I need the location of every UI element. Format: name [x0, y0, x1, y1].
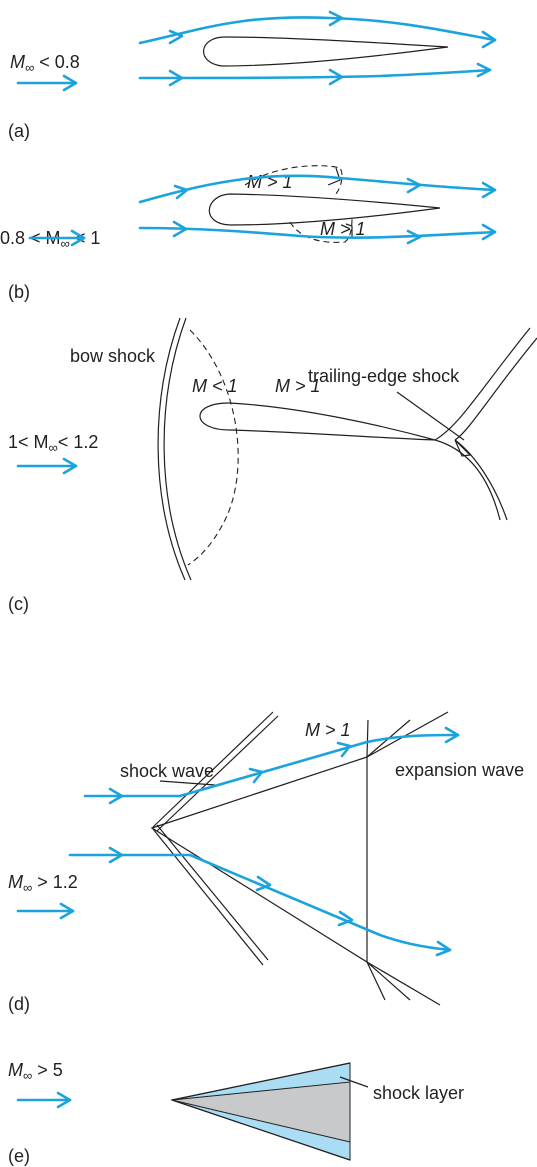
- wedge-body: [172, 1082, 350, 1142]
- panel-c-mach-label: 1< M∞< 1.2: [8, 432, 98, 455]
- freestream-arrow: [18, 76, 76, 90]
- panel-e: shock layer M∞ > 5 (e): [8, 1060, 464, 1166]
- panel-a: M∞ < 0.8 (a): [8, 12, 495, 141]
- airfoil: [204, 37, 448, 66]
- streamline-lower: [70, 848, 450, 955]
- shock-layer-label: shock layer: [373, 1083, 464, 1103]
- panel-c-label: (c): [8, 594, 29, 614]
- streamline-lower: [140, 64, 490, 85]
- panel-d: shock wave M > 1 expansion wave: [8, 712, 524, 1014]
- panel-c: bow shock M < 1 M > 1 trailing-edge shoc…: [8, 318, 537, 614]
- trailing-edge-shock: [435, 328, 537, 520]
- panel-b-label: (b): [8, 282, 30, 302]
- sup-region-label: M > 1: [305, 720, 351, 740]
- panel-b: 0.8 < M∞ < 1 M > 1 M > 1 (b): [0, 166, 495, 302]
- bow-shock-outer: [158, 318, 185, 580]
- shock-wave-label: shock wave: [120, 761, 214, 781]
- freestream-arrow: [18, 459, 76, 473]
- panel-a-label: (a): [8, 121, 30, 141]
- bow-shock-label: bow shock: [70, 346, 156, 366]
- sub-region-label: M < 1: [192, 376, 238, 396]
- panel-a-mach-label: M∞ < 0.8: [10, 52, 80, 75]
- panel-e-mach-label: M∞ > 5: [8, 1060, 63, 1083]
- freestream-arrow: [18, 904, 73, 918]
- streamline-upper: [140, 12, 495, 47]
- subsonic-region-boundary: [188, 330, 238, 565]
- shock-wave-lower: [153, 825, 268, 965]
- wedge-body: [152, 757, 367, 962]
- panel-e-label: (e): [8, 1146, 30, 1166]
- panel-d-mach-label: M∞ > 1.2: [8, 872, 78, 895]
- freestream-arrow: [18, 1093, 70, 1107]
- expansion-fan-lower: [367, 962, 440, 1005]
- panel-b-mach-label: 0.8 < M∞ < 1: [0, 228, 100, 251]
- expansion-wave-label: expansion wave: [395, 760, 524, 780]
- trailing-shock-label: trailing-edge shock: [308, 366, 460, 386]
- panel-d-label: (d): [8, 994, 30, 1014]
